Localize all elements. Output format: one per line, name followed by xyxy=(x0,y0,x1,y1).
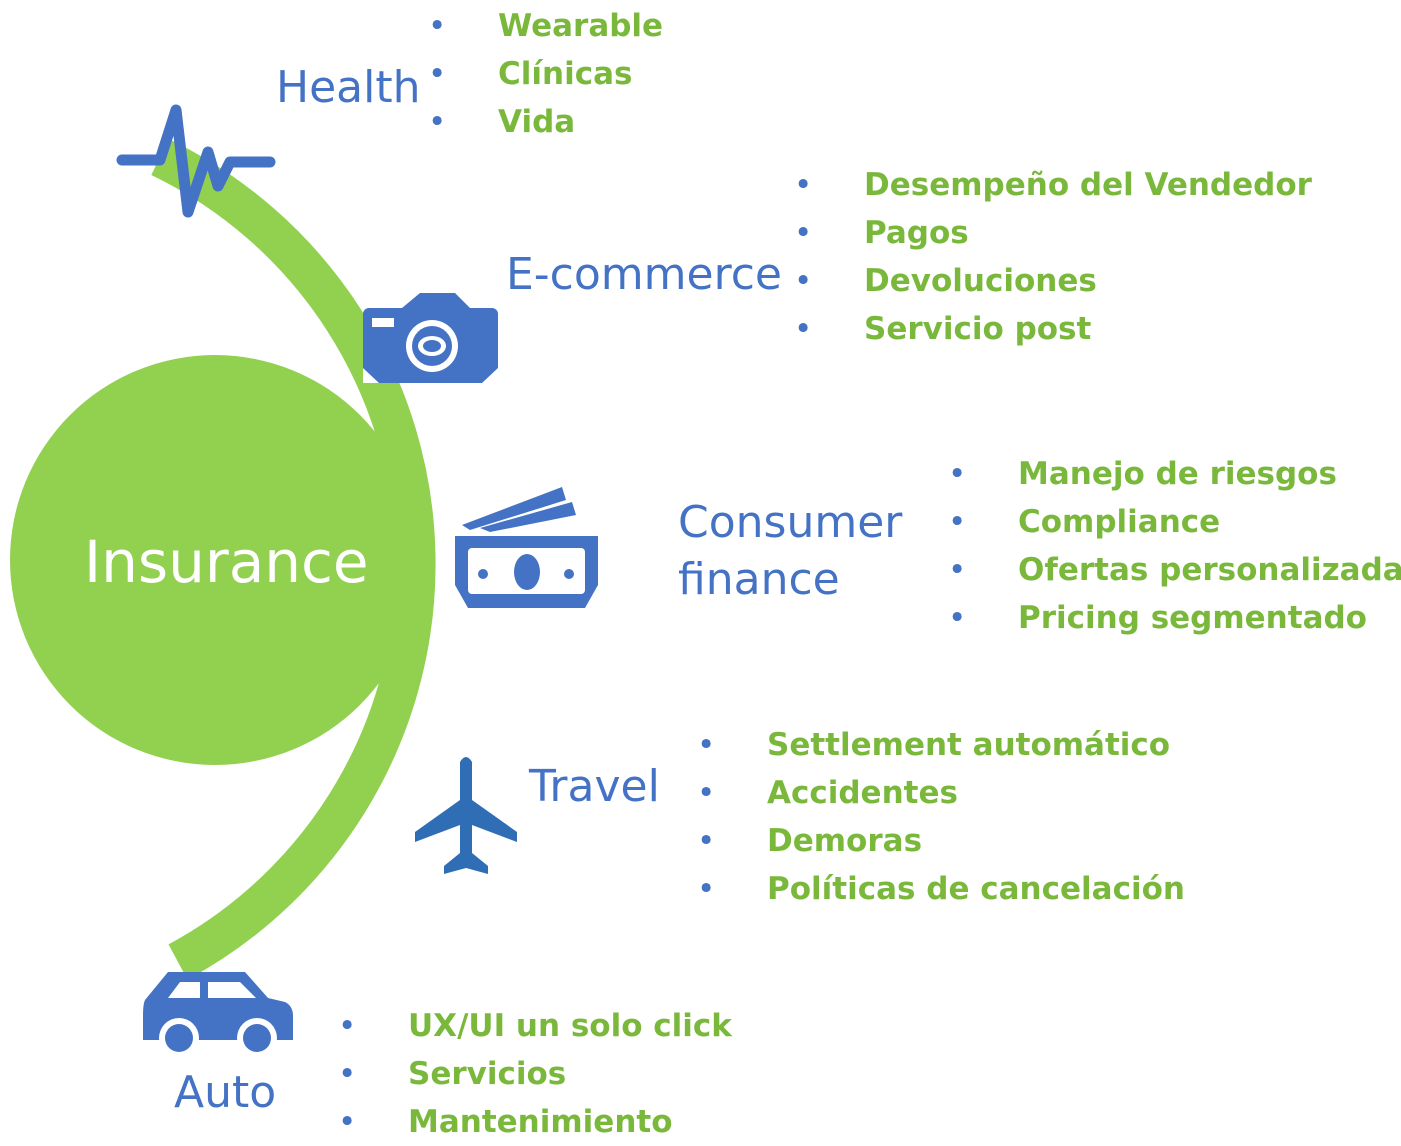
camera-icon xyxy=(363,293,498,383)
bullet-dot: • xyxy=(794,311,813,347)
bullet-text: Settlement automático xyxy=(767,727,1171,763)
bullet-dot: • xyxy=(338,1104,357,1140)
consumer-finance-label-line2: finance xyxy=(678,554,840,605)
insurance-label: Insurance xyxy=(84,528,369,596)
bullet-text: Wearable xyxy=(498,8,664,44)
list-item: • Compliance xyxy=(948,498,1401,546)
bullet-text: Desempeño del Vendedor xyxy=(864,167,1312,203)
bullet-dot: • xyxy=(428,56,447,92)
list-item: • UX/UI un solo click xyxy=(338,1002,732,1050)
bullet-dot: • xyxy=(338,1056,357,1092)
list-item: • Manejo de riesgos xyxy=(948,450,1401,498)
list-item: • Devoluciones xyxy=(794,257,1312,305)
money-icon xyxy=(455,487,598,608)
bullet-text: Mantenimiento xyxy=(408,1104,673,1140)
bullet-text: Clínicas xyxy=(498,56,633,92)
bullet-text: Políticas de cancelación xyxy=(767,871,1185,907)
bullet-dot: • xyxy=(338,1008,357,1044)
list-item: • Demoras xyxy=(697,817,1185,865)
travel-label: Travel xyxy=(529,761,660,812)
bullet-dot: • xyxy=(428,8,447,44)
bullet-text: Servicios xyxy=(408,1056,567,1092)
bullet-text: Vida xyxy=(498,104,576,140)
bullet-text: Servicio post xyxy=(864,311,1092,347)
health-label: Health xyxy=(276,62,421,113)
list-item: • Settlement automático xyxy=(697,721,1185,769)
bullet-dot: • xyxy=(794,167,813,203)
consumer-finance-bullet-list: • Manejo de riesgos • Compliance • Ofertas … xyxy=(948,450,1401,642)
auto-bullet-list: • UX/UI un solo click • Servicios • Manteni… xyxy=(338,1002,732,1146)
list-item: • Vida xyxy=(428,98,663,146)
bullet-dot: • xyxy=(948,504,967,540)
list-item: • Mantenimiento xyxy=(338,1098,732,1146)
bullet-text: Compliance xyxy=(1018,504,1221,540)
insurance-circle xyxy=(10,355,420,765)
bullet-text: UX/UI un solo click xyxy=(408,1008,732,1044)
health-bullet-list: • Wearable • Clínicas • Vida xyxy=(428,2,663,146)
list-item: • Clínicas xyxy=(428,50,663,98)
list-item: • Servicio post xyxy=(794,305,1312,353)
bullet-text: Demoras xyxy=(767,823,923,859)
bullet-dot: • xyxy=(697,823,716,859)
bullet-text: Pricing segmentado xyxy=(1018,600,1367,636)
list-item: • Políticas de cancelación xyxy=(697,865,1185,913)
bullet-dot: • xyxy=(697,727,716,763)
bullet-dot: • xyxy=(697,871,716,907)
list-item: • Servicios xyxy=(338,1050,732,1098)
bullet-dot: • xyxy=(428,104,447,140)
consumer-finance-label-line1: Consumer xyxy=(678,497,903,548)
travel-bullet-list: • Settlement automático • Accidentes • Demo… xyxy=(697,721,1185,913)
heartbeat-icon xyxy=(116,104,276,218)
list-item: • Pricing segmentado xyxy=(948,594,1401,642)
bullet-dot: • xyxy=(794,215,813,251)
list-item: • Wearable xyxy=(428,2,663,50)
bullet-dot: • xyxy=(948,600,967,636)
airplane-icon xyxy=(415,757,517,874)
bullet-text: Pagos xyxy=(864,215,969,251)
list-item: • Ofertas personalizadas xyxy=(948,546,1401,594)
auto-label: Auto xyxy=(174,1067,277,1118)
list-item: • Desempeño del Vendedor xyxy=(794,161,1312,209)
ecommerce-label: E-commerce xyxy=(506,249,782,300)
bullet-text: Devoluciones xyxy=(864,263,1097,299)
bullet-text: Manejo de riesgos xyxy=(1018,456,1337,492)
ring-separators xyxy=(256,144,559,971)
bullet-dot: • xyxy=(948,456,967,492)
list-item: • Accidentes xyxy=(697,769,1185,817)
bullet-text: Accidentes xyxy=(767,775,958,811)
bullet-dot: • xyxy=(794,263,813,299)
ecommerce-bullet-list: • Desempeño del Vendedor • Pagos • Devoluci… xyxy=(794,161,1312,353)
bullet-dot: • xyxy=(697,775,716,811)
list-item: • Pagos xyxy=(794,209,1312,257)
bullet-dot: • xyxy=(948,552,967,588)
ring-arc xyxy=(151,138,436,980)
bullet-text: Ofertas personalizadas xyxy=(1018,552,1401,588)
car-icon xyxy=(143,972,293,1058)
